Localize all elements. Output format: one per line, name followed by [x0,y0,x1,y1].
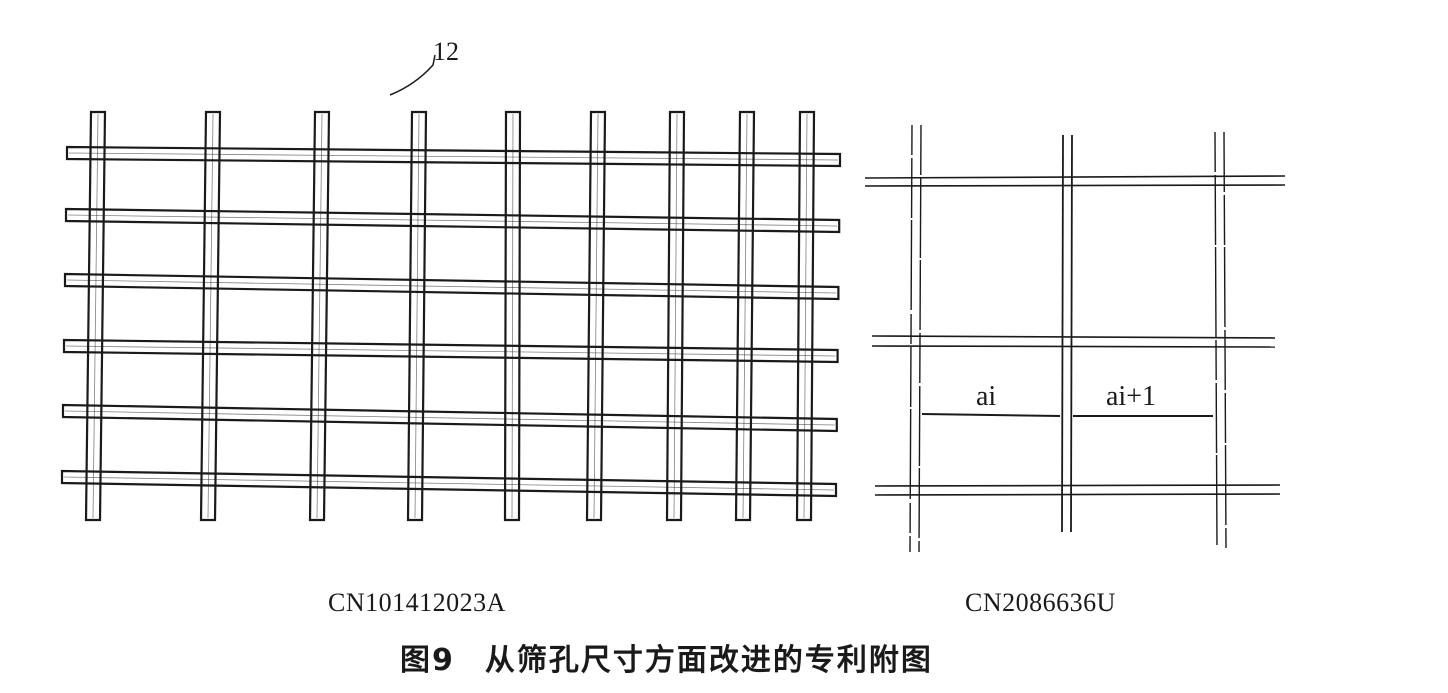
left-patent-number: CN101412023A [328,588,506,617]
reference-numeral: 12 [433,37,459,66]
gap-label-ai: ai [976,381,996,412]
detail-horizontal-wires [864,175,1286,496]
horizontal-wires [60,145,842,498]
vertical-wire [734,110,756,522]
horizontal-wire [65,145,842,168]
horizontal-wire [64,207,841,234]
aperture-detail-diagram: ai ai+1 [864,124,1286,553]
detail-vertical-wires [909,124,1227,553]
vertical-wire [795,110,816,522]
figure-caption-text: 从筛孔尺寸方面改进的专利附图 [484,643,933,678]
right-patent-number: CN2086636U [965,588,1116,617]
figure-number: 图9 [400,643,455,678]
gap-dimension-ai [921,413,1061,417]
figure-caption: 图9 从筛孔尺寸方面改进的专利附图 [400,635,933,679]
vertical-wire [199,110,222,522]
vertical-wire [84,110,107,522]
reference-leader-line [389,54,436,96]
vertical-wires [84,110,816,522]
vertical-wire [585,110,607,522]
vertical-wire [503,110,522,522]
horizontal-wire [60,469,838,498]
vertical-wire [406,110,428,522]
horizontal-wire [62,338,839,364]
horizontal-wire [63,272,840,301]
screen-mesh-diagram: 12 [60,37,842,522]
gap-dimension-lines [921,413,1213,417]
horizontal-wire [61,403,838,433]
vertical-wire [308,110,331,522]
gap-label-ai-plus-1: ai+1 [1106,381,1156,412]
vertical-wire [665,110,686,522]
